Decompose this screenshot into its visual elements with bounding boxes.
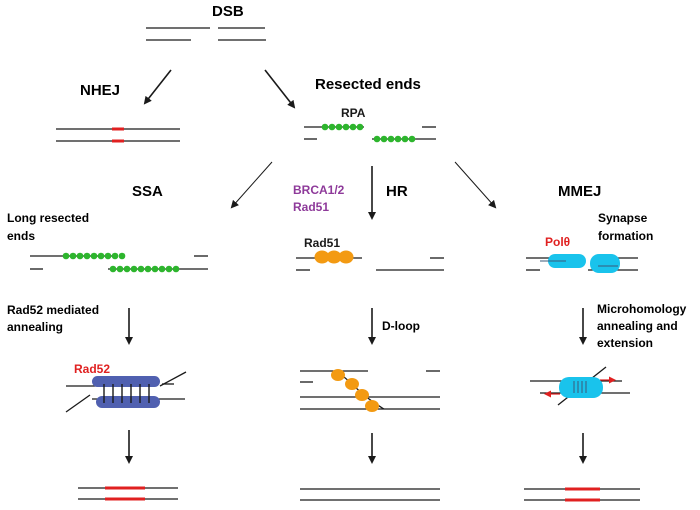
label-rpa: RPA: [341, 106, 366, 120]
ssa-rpa-beads: [62, 252, 180, 273]
label-dloop: D-loop: [382, 319, 420, 333]
label-microhomology-3: extension: [597, 336, 653, 350]
hr-rad51-filament: [314, 250, 354, 264]
label-polq: Polθ: [545, 235, 570, 249]
arrow-to-nhej: [143, 69, 172, 105]
ssa-product-dna: [78, 486, 178, 501]
label-rad52-mediated-2: annealing: [7, 320, 63, 334]
label-rad52: Rad52: [74, 362, 110, 376]
label-microhomology-2: annealing and: [597, 319, 678, 333]
mmej-product-dna: [524, 487, 640, 502]
label-ssa: SSA: [132, 183, 163, 200]
label-rad51: Rad51: [304, 236, 340, 250]
label-brca: BRCA1/2: [293, 183, 345, 197]
label-long-resected-1: Long resected: [7, 211, 89, 225]
dsb-dna: [146, 27, 266, 41]
label-resected-ends: Resected ends: [315, 76, 421, 93]
label-mmej: MMEJ: [558, 183, 601, 200]
arrow-to-resected: [264, 69, 296, 109]
label-rad52-mediated-1: Rad52 mediated: [7, 303, 99, 317]
nhej-dna: [56, 127, 180, 143]
hr-dloop-dna: [300, 369, 440, 412]
label-microhomology-1: Microhomology: [597, 302, 687, 316]
label-nhej: NHEJ: [80, 82, 120, 99]
hr-product-dna: [300, 488, 440, 501]
rpa-beads: [321, 123, 416, 143]
label-brca-rad51: Rad51: [293, 200, 329, 214]
title-dsb: DSB: [212, 3, 244, 20]
ssa-annealed-dna: [65, 371, 187, 413]
label-synapse-2: formation: [598, 229, 653, 243]
mmej-synapse: [526, 254, 638, 273]
mmej-annealed: [530, 366, 630, 406]
label-synapse-1: Synapse: [598, 211, 648, 225]
label-long-resected-2: ends: [7, 229, 35, 243]
label-hr: HR: [386, 183, 408, 200]
arrow-to-ssa: [230, 161, 273, 209]
arrow-to-mmej: [454, 161, 497, 209]
